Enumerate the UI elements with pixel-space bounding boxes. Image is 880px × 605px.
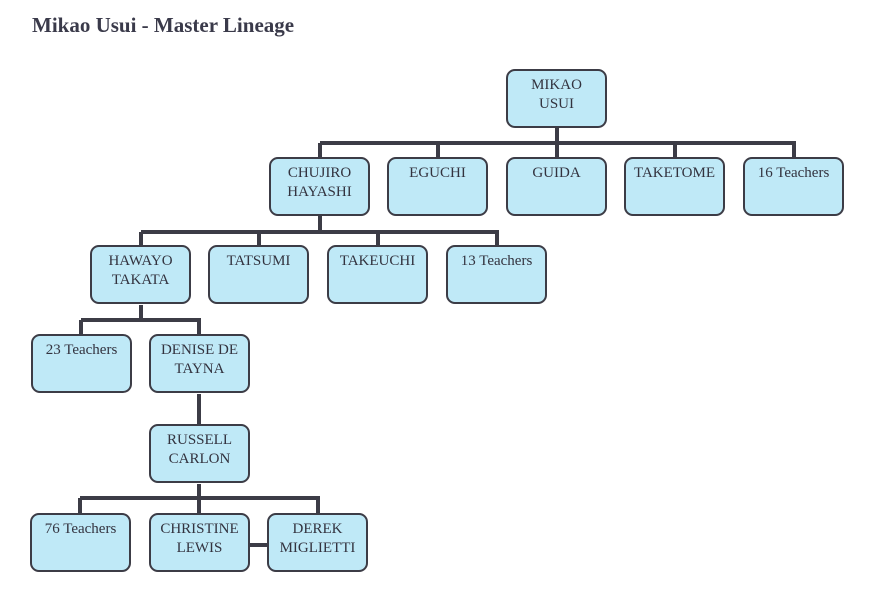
node-hayashi-13-teachers: 13 Teachers	[446, 245, 547, 304]
node-takeuchi: TAKEUCHI	[327, 245, 428, 304]
node-mikao-usui: MIKAO USUI	[506, 69, 607, 128]
node-label-line: HAWAYO	[108, 253, 173, 269]
node-guida: GUIDA	[506, 157, 607, 216]
node-label-line: EGUCHI	[409, 165, 466, 181]
node-label-line: DENISE DE	[160, 342, 239, 358]
node-usui-16-teachers: 16 Teachers	[743, 157, 844, 216]
node-takata-23-teachers: 23 Teachers	[31, 334, 132, 393]
node-label-line: 76 Teachers	[44, 521, 117, 537]
node-label-line: 13 Teachers	[460, 253, 533, 269]
node-label-line: LEWIS	[176, 540, 223, 556]
node-label-line: CHUJIRO	[287, 165, 352, 181]
node-taketome: TAKETOME	[624, 157, 725, 216]
node-hawayo-takata: HAWAYO TAKATA	[90, 245, 191, 304]
node-denise-de-tayna: DENISE DE TAYNA	[149, 334, 250, 393]
node-tatsumi: TATSUMI	[208, 245, 309, 304]
node-label-line: 16 Teachers	[757, 165, 830, 181]
node-label-line: RUSSELL	[166, 432, 232, 448]
node-label-line: 23 Teachers	[45, 342, 118, 358]
node-label-line: TATSUMI	[226, 253, 291, 269]
node-label-line: MIGLIETTI	[279, 540, 356, 556]
node-label-line: CHRISTINE	[160, 521, 239, 537]
node-derek-miglietti: DEREK MIGLIETTI	[267, 513, 368, 572]
node-label-line: DEREK	[292, 521, 343, 537]
node-carlon-76-teachers: 76 Teachers	[30, 513, 131, 572]
node-label-line: TAKATA	[111, 272, 170, 288]
node-russell-carlon: RUSSELL CARLON	[149, 424, 250, 483]
node-label-line: GUIDA	[532, 165, 581, 181]
node-label-line: MIKAO	[531, 77, 582, 93]
node-label-line: TAKETOME	[633, 165, 715, 181]
node-label-line: USUI	[538, 96, 574, 112]
diagram-title: Mikao Usui - Master Lineage	[32, 13, 295, 37]
node-label-line: HAYASHI	[287, 184, 352, 200]
node-label-line: TAKEUCHI	[339, 253, 416, 269]
node-label-line: TAYNA	[174, 361, 225, 377]
node-chujiro-hayashi: CHUJIRO HAYASHI	[269, 157, 370, 216]
node-eguchi: EGUCHI	[387, 157, 488, 216]
node-label-line: CARLON	[168, 451, 231, 467]
node-christine-lewis: CHRISTINE LEWIS	[149, 513, 250, 572]
